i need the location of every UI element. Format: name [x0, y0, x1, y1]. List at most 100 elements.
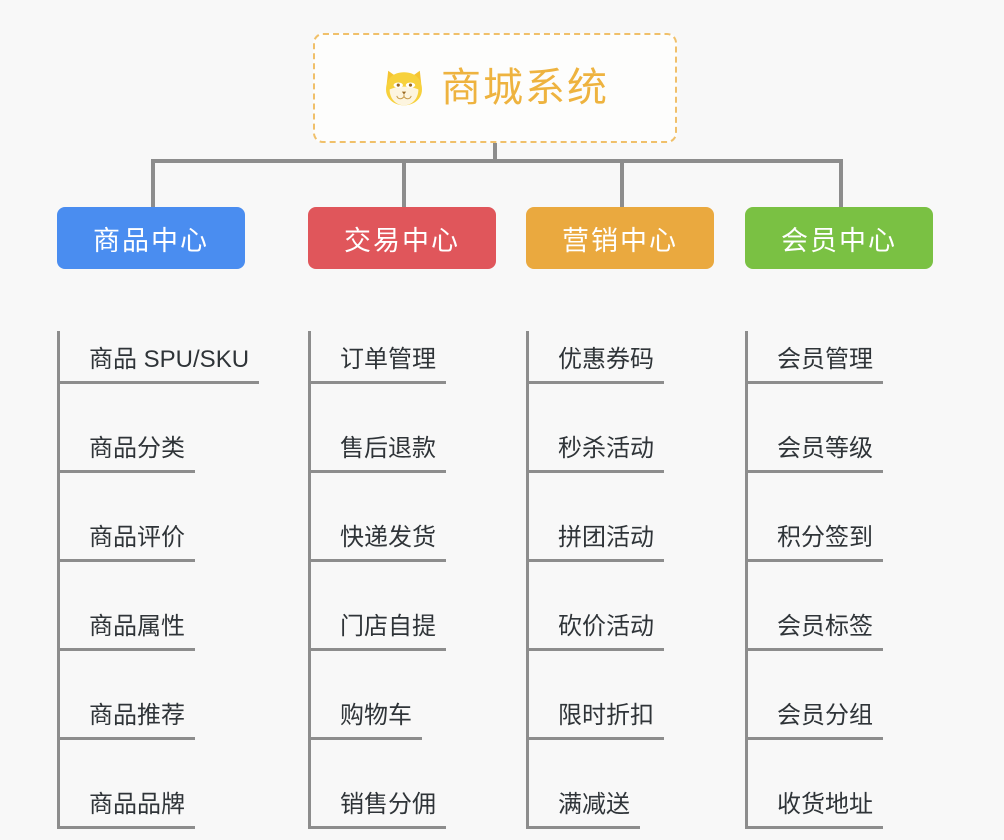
leaf-item[interactable]: 商品分类: [57, 384, 245, 473]
leaf-item-label: 限时折扣: [556, 702, 664, 740]
connector-drop-4: [839, 159, 843, 207]
leaf-item[interactable]: 优惠券码: [526, 295, 714, 384]
category-header-3[interactable]: 营销中心: [526, 207, 714, 269]
connector-drop-3: [620, 159, 624, 207]
connector-trunk-4: [745, 331, 748, 829]
leaf-item-label: 优惠券码: [556, 346, 664, 384]
leaf-item[interactable]: 积分签到: [745, 473, 933, 562]
connector-trunk-1: [57, 331, 60, 829]
category-header-1[interactable]: 商品中心: [57, 207, 245, 269]
leaf-item-label: 商品分类: [87, 435, 195, 473]
leaf-item[interactable]: 销售分佣: [308, 740, 496, 829]
leaf-underline-stub: [57, 737, 89, 740]
leaf-item-label: 会员管理: [775, 346, 883, 384]
connector-drop-1: [151, 159, 155, 207]
leaf-underline-stub: [745, 826, 777, 829]
leaf-item[interactable]: 收货地址: [745, 740, 933, 829]
category-column-4: 会员中心会员管理会员等级积分签到会员标签会员分组收货地址: [745, 207, 933, 829]
leaf-item[interactable]: 拼团活动: [526, 473, 714, 562]
leaf-item-label: 门店自提: [338, 613, 446, 651]
leaf-underline-stub: [526, 381, 558, 384]
leaf-underline-stub: [57, 470, 89, 473]
category-header-label: 营销中心: [562, 225, 678, 256]
leaf-underline-stub: [526, 648, 558, 651]
leaf-underline-stub: [526, 470, 558, 473]
leaf-item-label: 砍价活动: [556, 613, 664, 651]
leaf-underline-stub: [57, 381, 89, 384]
leaf-underline-stub: [745, 648, 777, 651]
leaf-item[interactable]: 订单管理: [308, 295, 496, 384]
leaf-item-label: 商品推荐: [87, 702, 195, 740]
leaf-item[interactable]: 满减送: [526, 740, 714, 829]
leaf-underline-stub: [526, 826, 558, 829]
leaf-item[interactable]: 快递发货: [308, 473, 496, 562]
category-column-1: 商品中心商品 SPU/SKU 商品分类商品评价商品属性商品推荐商品品牌: [57, 207, 260, 829]
leaf-underline-stub: [308, 826, 340, 829]
leaf-underline-stub: [308, 381, 340, 384]
leaf-item[interactable]: 购物车: [308, 651, 496, 740]
shiba-dog-face-icon: [386, 70, 422, 106]
leaf-underline-stub: [745, 737, 777, 740]
leaf-underline-stub: [308, 648, 340, 651]
category-items-2: 订单管理售后退款快递发货门店自提购物车销售分佣: [308, 269, 496, 829]
leaf-item-label: 商品属性: [87, 613, 195, 651]
leaf-item-label: 商品 SPU/SKU: [87, 346, 260, 384]
leaf-item[interactable]: 会员管理: [745, 295, 933, 384]
leaf-item[interactable]: 会员分组: [745, 651, 933, 740]
category-items-1: 商品 SPU/SKU 商品分类商品评价商品属性商品推荐商品品牌: [57, 269, 260, 829]
leaf-item-label: 会员等级: [775, 435, 883, 473]
leaf-item[interactable]: 限时折扣: [526, 651, 714, 740]
leaf-item[interactable]: 商品品牌: [57, 740, 245, 829]
leaf-item-label: 秒杀活动: [556, 435, 664, 473]
leaf-underline-stub: [745, 559, 777, 562]
root-node[interactable]: 商城系统: [313, 33, 677, 143]
category-header-label: 会员中心: [781, 225, 897, 256]
leaf-underline-stub: [57, 559, 89, 562]
category-column-3: 营销中心优惠券码秒杀活动拼团活动砍价活动限时折扣满减送: [526, 207, 714, 829]
category-column-2: 交易中心订单管理售后退款快递发货门店自提购物车销售分佣: [308, 207, 496, 829]
leaf-item-label: 积分签到: [775, 524, 883, 562]
leaf-item[interactable]: 商品推荐: [57, 651, 245, 740]
root-title: 商城系统: [441, 66, 609, 110]
leaf-item[interactable]: 商品属性: [57, 562, 245, 651]
category-items-4: 会员管理会员等级积分签到会员标签会员分组收货地址: [745, 269, 933, 829]
leaf-item[interactable]: 门店自提: [308, 562, 496, 651]
leaf-item-label: 收货地址: [775, 791, 883, 829]
leaf-item-label: 快递发货: [338, 524, 446, 562]
leaf-item-label: 销售分佣: [338, 791, 446, 829]
leaf-underline-stub: [526, 737, 558, 740]
leaf-item-label: 售后退款: [338, 435, 446, 473]
connector-horizontal-bus: [152, 159, 840, 163]
leaf-item[interactable]: 秒杀活动: [526, 384, 714, 473]
category-header-2[interactable]: 交易中心: [308, 207, 496, 269]
leaf-item-label: 满减送: [556, 791, 640, 829]
leaf-underline-stub: [57, 648, 89, 651]
leaf-item-label: 商品评价: [87, 524, 195, 562]
leaf-item-label: 拼团活动: [556, 524, 664, 562]
leaf-underline-stub: [308, 737, 340, 740]
leaf-underline-stub: [57, 826, 89, 829]
leaf-item-label: 会员分组: [775, 702, 883, 740]
leaf-item[interactable]: 商品评价: [57, 473, 245, 562]
connector-trunk-3: [526, 331, 529, 829]
category-header-4[interactable]: 会员中心: [745, 207, 933, 269]
connector-trunk-2: [308, 331, 311, 829]
leaf-item[interactable]: 售后退款: [308, 384, 496, 473]
leaf-item[interactable]: 商品 SPU/SKU: [57, 295, 260, 384]
connector-drop-2: [402, 159, 406, 207]
connector-root-stem: [493, 143, 497, 163]
leaf-item-label: 购物车: [338, 702, 422, 740]
leaf-underline-stub: [745, 381, 777, 384]
leaf-item[interactable]: 会员标签: [745, 562, 933, 651]
leaf-item[interactable]: 砍价活动: [526, 562, 714, 651]
leaf-underline-stub: [308, 470, 340, 473]
category-header-label: 交易中心: [344, 225, 460, 256]
leaf-item-label: 会员标签: [775, 613, 883, 651]
leaf-item-label: 商品品牌: [87, 791, 195, 829]
leaf-item[interactable]: 会员等级: [745, 384, 933, 473]
leaf-underline-stub: [745, 470, 777, 473]
leaf-item-label: 订单管理: [338, 346, 446, 384]
category-items-3: 优惠券码秒杀活动拼团活动砍价活动限时折扣满减送: [526, 269, 714, 829]
leaf-underline-stub: [526, 559, 558, 562]
